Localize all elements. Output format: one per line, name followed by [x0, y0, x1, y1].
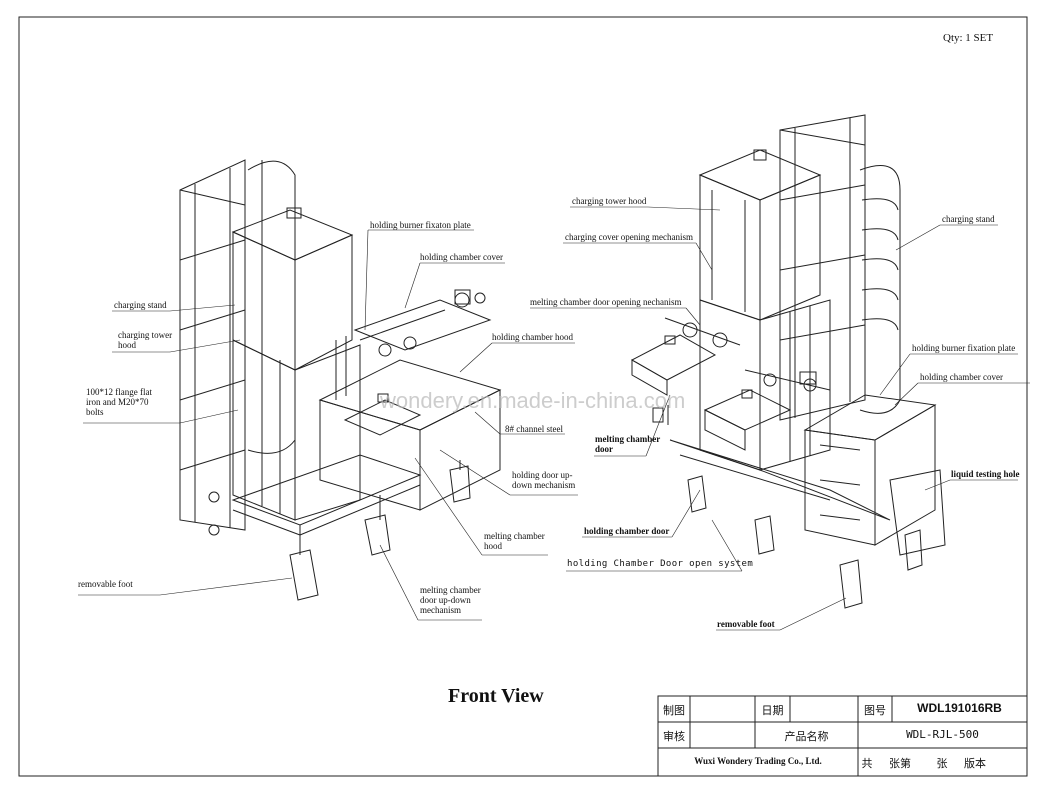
- label-flange-bolts: 100*12 flange flat iron and M20*70 bolts: [86, 387, 152, 417]
- label-charging-cover-opening: charging cover opening mechanism: [565, 232, 694, 242]
- tb-product-name-label: 产品名称: [784, 731, 829, 743]
- label-channel-steel: 8# channel steel: [505, 424, 563, 434]
- watermark: wondery.en.made-in-china.com: [380, 388, 686, 413]
- label-liquid-testing-hole: liquid testing hole: [951, 469, 1020, 479]
- tb-sheet-total: 共: [861, 758, 873, 770]
- label-melting-chamber-door-opening: melting chamber door opening nechanism: [530, 297, 682, 307]
- label-melting-chamber-hood-left: melting chamber hood: [484, 531, 545, 551]
- right-machine: [630, 114, 946, 609]
- view-title: Front View: [448, 685, 544, 707]
- tb-version: 版本: [964, 758, 986, 770]
- label-charging-tower-hood-right: charging tower hood: [572, 196, 647, 206]
- label-charging-stand-right: charging stand: [942, 214, 995, 224]
- label-holding-door-up-down: holding door up- down mechanism: [512, 470, 576, 490]
- tb-sheet-word: 张第: [889, 758, 911, 770]
- tb-drawing-no: WDL191016RB: [917, 701, 1002, 715]
- tb-drawing-no-label: 图号: [864, 705, 886, 717]
- label-holding-chamber-cover-right: holding chamber cover: [920, 372, 1003, 382]
- label-charging-stand-left: charging stand: [114, 300, 167, 310]
- label-holding-chamber-hood-left: holding chamber hood: [492, 332, 573, 342]
- tb-drawn-by-label: 制图: [663, 705, 685, 717]
- leader-lines: [78, 206, 1030, 631]
- left-machine: [179, 159, 502, 601]
- sheet-border: [18, 16, 1028, 777]
- label-charging-tower-hood-left: charging tower hood: [118, 330, 173, 350]
- label-holding-chamber-cover-left: holding chamber cover: [420, 252, 503, 262]
- label-melting-chamber-door: melting chamber door: [595, 434, 661, 454]
- tb-sheet-word2: 张: [936, 758, 948, 770]
- label-melting-chamber-door-up-down: melting chamber door up-down mechanism: [420, 585, 481, 615]
- label-removable-foot-left: removable foot: [78, 579, 133, 589]
- label-holding-burner-fixaton-plate: holding burner fixaton plate: [370, 220, 471, 230]
- title-block-grid: [657, 695, 1028, 777]
- tb-checked-label: 审核: [663, 731, 685, 743]
- label-holding-burner-fixation-plate: holding burner fixation plate: [912, 343, 1016, 353]
- label-holding-chamber-door: holding chamber door: [584, 526, 670, 536]
- quantity-note: Qty: 1 SET: [943, 32, 994, 44]
- tb-model: WDL-RJL-500: [906, 728, 979, 741]
- tb-company: Wuxi Wondery Trading Co., Ltd.: [694, 756, 822, 766]
- label-removable-foot-right: removable foot: [717, 619, 775, 629]
- label-holding-chamber-door-open-system: holding Chamber Door open system: [567, 559, 754, 569]
- tb-date-label: 日期: [761, 705, 784, 717]
